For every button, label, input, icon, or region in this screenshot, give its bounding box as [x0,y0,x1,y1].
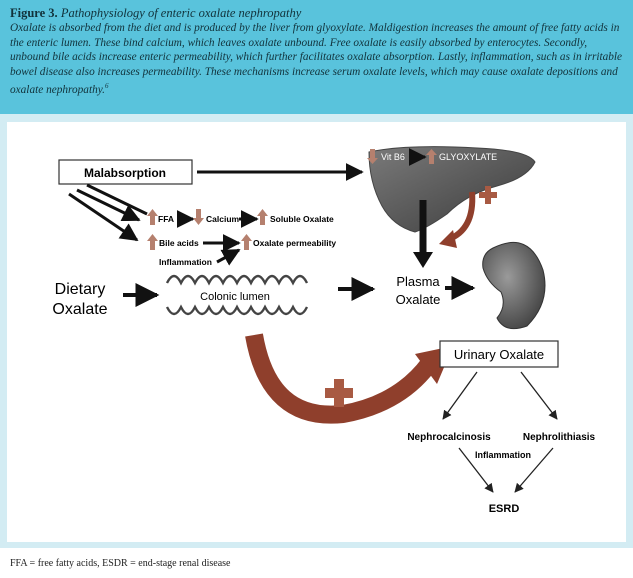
bile-acids-up-arrow [147,234,158,250]
nephrolithiasis-to-esrd-arrow [514,447,554,493]
liver-to-plasma-arrow-head [413,252,433,268]
liver-plus-icon [479,186,497,204]
plasma-label: Plasma [396,274,440,289]
kidney-shape [482,241,546,330]
calcium-label: Calcium [206,214,240,224]
figure-header: Figure 3. Pathophysiology of enteric oxa… [0,0,633,114]
soluble-oxalate-up-arrow [257,209,268,225]
dietary-oxalate-label: Oxalate [52,301,107,318]
calcium-down-arrow [193,209,204,225]
liver-brown-arrow-head [439,230,457,248]
colon-to-urinary-curved-arrow [245,333,437,424]
vit-b6-down-arrow [367,149,378,164]
urinary-to-nephrolithiasis-arrow [520,371,558,420]
abbreviations-note: FFA = free fatty acids, ESDR = end-stage… [10,558,231,569]
urinary-oxalate-node: Urinary Oxalate [439,340,559,368]
inflammation-bottom-label: Inflammation [475,450,531,460]
glyoxylate-label: GLYOXYLATE [439,152,497,162]
esrd-label: ESRD [489,503,520,515]
malabsorption-to-ffa-arrow [76,188,141,222]
colonic-lumen-label: Colonic lumen [200,291,270,303]
pathophysiology-diagram: Malabsorption Vit B6 GLYOXYLATE FFA Calc… [52,146,596,515]
nephrolithiasis-label: Nephrolithiasis [523,432,596,443]
nephrocalcinosis-to-esrd-arrow [458,447,494,493]
ffa-up-arrow [147,209,158,225]
diagram-canvas: Malabsorption Vit B6 GLYOXYLATE FFA Calc… [7,122,626,542]
oxalate-permeability-label: Oxalate permeability [253,238,336,248]
soluble-oxalate-label: Soluble Oxalate [270,214,334,224]
inflammation-top-label: Inflammation [159,257,212,267]
malabsorption-node: Malabsorption [58,159,193,185]
inflammation-to-permeability-arrow [216,248,241,266]
urinary-oxalate-label: Urinary Oxalate [454,347,544,362]
permeability-up-arrow [241,234,252,250]
figure-label: Figure 3. [10,6,58,20]
figure-title: Pathophysiology of enteric oxalate nephr… [60,6,302,20]
glyoxylate-up-arrow [426,149,437,164]
colon-upper-coil [165,274,309,286]
malabsorption-to-bile-arrow [68,192,139,242]
bile-acids-label: Bile acids [159,238,199,248]
figure-caption: Oxalate is absorbed from the diet and is… [10,21,623,98]
nephrocalcinosis-label: Nephrocalcinosis [407,432,491,443]
malabsorption-arrow-double [86,183,148,216]
figure-caption-text: Oxalate is absorbed from the diet and is… [10,22,623,97]
vit-b6-label: Vit B6 [381,152,405,162]
figure-footer: FFA = free fatty acids, ESDR = end-stage… [0,548,633,578]
colon-plus-icon [325,379,353,407]
colon-lower-coil [165,304,309,316]
plasma-oxalate-label: Oxalate [396,292,441,307]
ffa-label: FFA [158,214,174,224]
malabsorption-label: Malabsorption [84,166,166,180]
dietary-label: Dietary [55,281,106,298]
figure-title-line: Figure 3. Pathophysiology of enteric oxa… [10,6,623,21]
reference-number: 6 [104,82,109,91]
urinary-to-nephrocalcinosis-arrow [442,371,478,420]
